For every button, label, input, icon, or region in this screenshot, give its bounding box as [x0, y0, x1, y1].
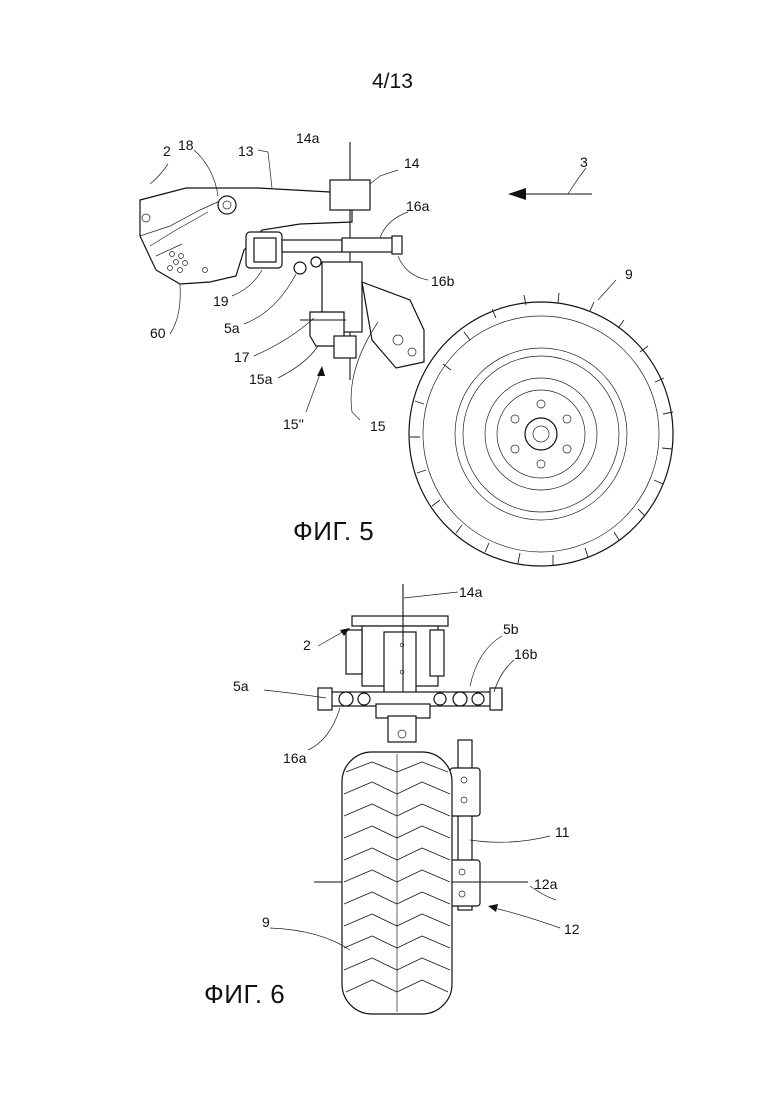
fig6-label-5b: 5b — [503, 621, 519, 637]
fig5-label-17: 17 — [234, 349, 250, 365]
wheel-bracket — [300, 262, 424, 368]
fig5-label-13: 13 — [238, 143, 254, 159]
fig5-label-18: 18 — [178, 137, 194, 153]
fig5-label-2: 2 — [163, 143, 171, 159]
fig5-label-15pp: 15'' — [283, 416, 304, 432]
fig5-label-3: 3 — [580, 154, 588, 170]
fig6-label-11: 11 — [555, 824, 570, 840]
figure-5-drawing: 2 18 13 14a 14 3 16a 16b 9 19 5a 60 17 1… — [140, 130, 673, 566]
figure-6-caption: ФИГ. 6 — [204, 979, 285, 1010]
fig5-label-15a: 15a — [249, 371, 273, 387]
fig6-label-14a: 14a — [459, 584, 483, 600]
fig5-label-16a: 16a — [406, 198, 430, 214]
fig5-label-5a: 5a — [224, 320, 240, 336]
fig5-label-19: 19 — [213, 293, 229, 309]
fig5-label-9: 9 — [625, 266, 633, 282]
fig6-label-2: 2 — [303, 637, 311, 653]
wheel-side-view — [409, 293, 673, 566]
fig6-label-5a: 5a — [233, 678, 249, 694]
fig5-label-60: 60 — [150, 325, 166, 341]
fig6-label-16a: 16a — [283, 750, 307, 766]
fig5-label-15: 15 — [370, 418, 386, 434]
top-plate — [352, 616, 448, 626]
fig6-label-16b: 16b — [514, 646, 538, 662]
pivot-housing — [330, 180, 370, 210]
fig5-label-14a: 14a — [296, 130, 320, 146]
fig6-label-12: 12 — [564, 921, 580, 937]
figure-5-caption: ФИГ. 5 — [293, 516, 374, 547]
fig6-label-12a: 12a — [534, 876, 558, 892]
fig6-label-9: 9 — [262, 914, 270, 930]
fig5-label-14: 14 — [404, 155, 420, 171]
fig5-label-16b: 16b — [431, 273, 455, 289]
crossbar-links — [318, 688, 502, 742]
wheel-front-view — [342, 752, 452, 1014]
direction-arrow — [508, 168, 592, 200]
figure-6-drawing: 14a 2 5b 16b 5a 16a 11 12a 12 9 — [233, 584, 580, 1014]
